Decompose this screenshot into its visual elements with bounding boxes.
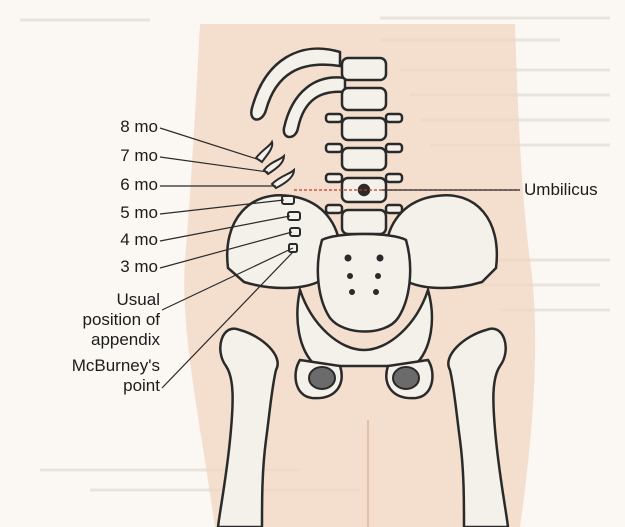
appendix-line-3: appendix [70,330,160,350]
label-appendix-position: Usual position of appendix [70,290,160,350]
mcburney-line-2: point [60,376,160,396]
label-mcburney-point: McBurney's point [60,356,160,396]
appendix-line-1: Usual [70,290,160,310]
label-umbilicus: Umbilicus [524,181,598,199]
label-6-months: 6 mo [102,176,158,194]
mcburney-line-1: McBurney's [60,356,160,376]
label-5-months: 5 mo [102,204,158,222]
label-7-months: 7 mo [102,147,158,165]
label-4-months: 4 mo [102,231,158,249]
appendix-line-2: position of [70,310,160,330]
label-3-months: 3 mo [102,258,158,276]
label-8-months: 8 mo [102,118,158,136]
